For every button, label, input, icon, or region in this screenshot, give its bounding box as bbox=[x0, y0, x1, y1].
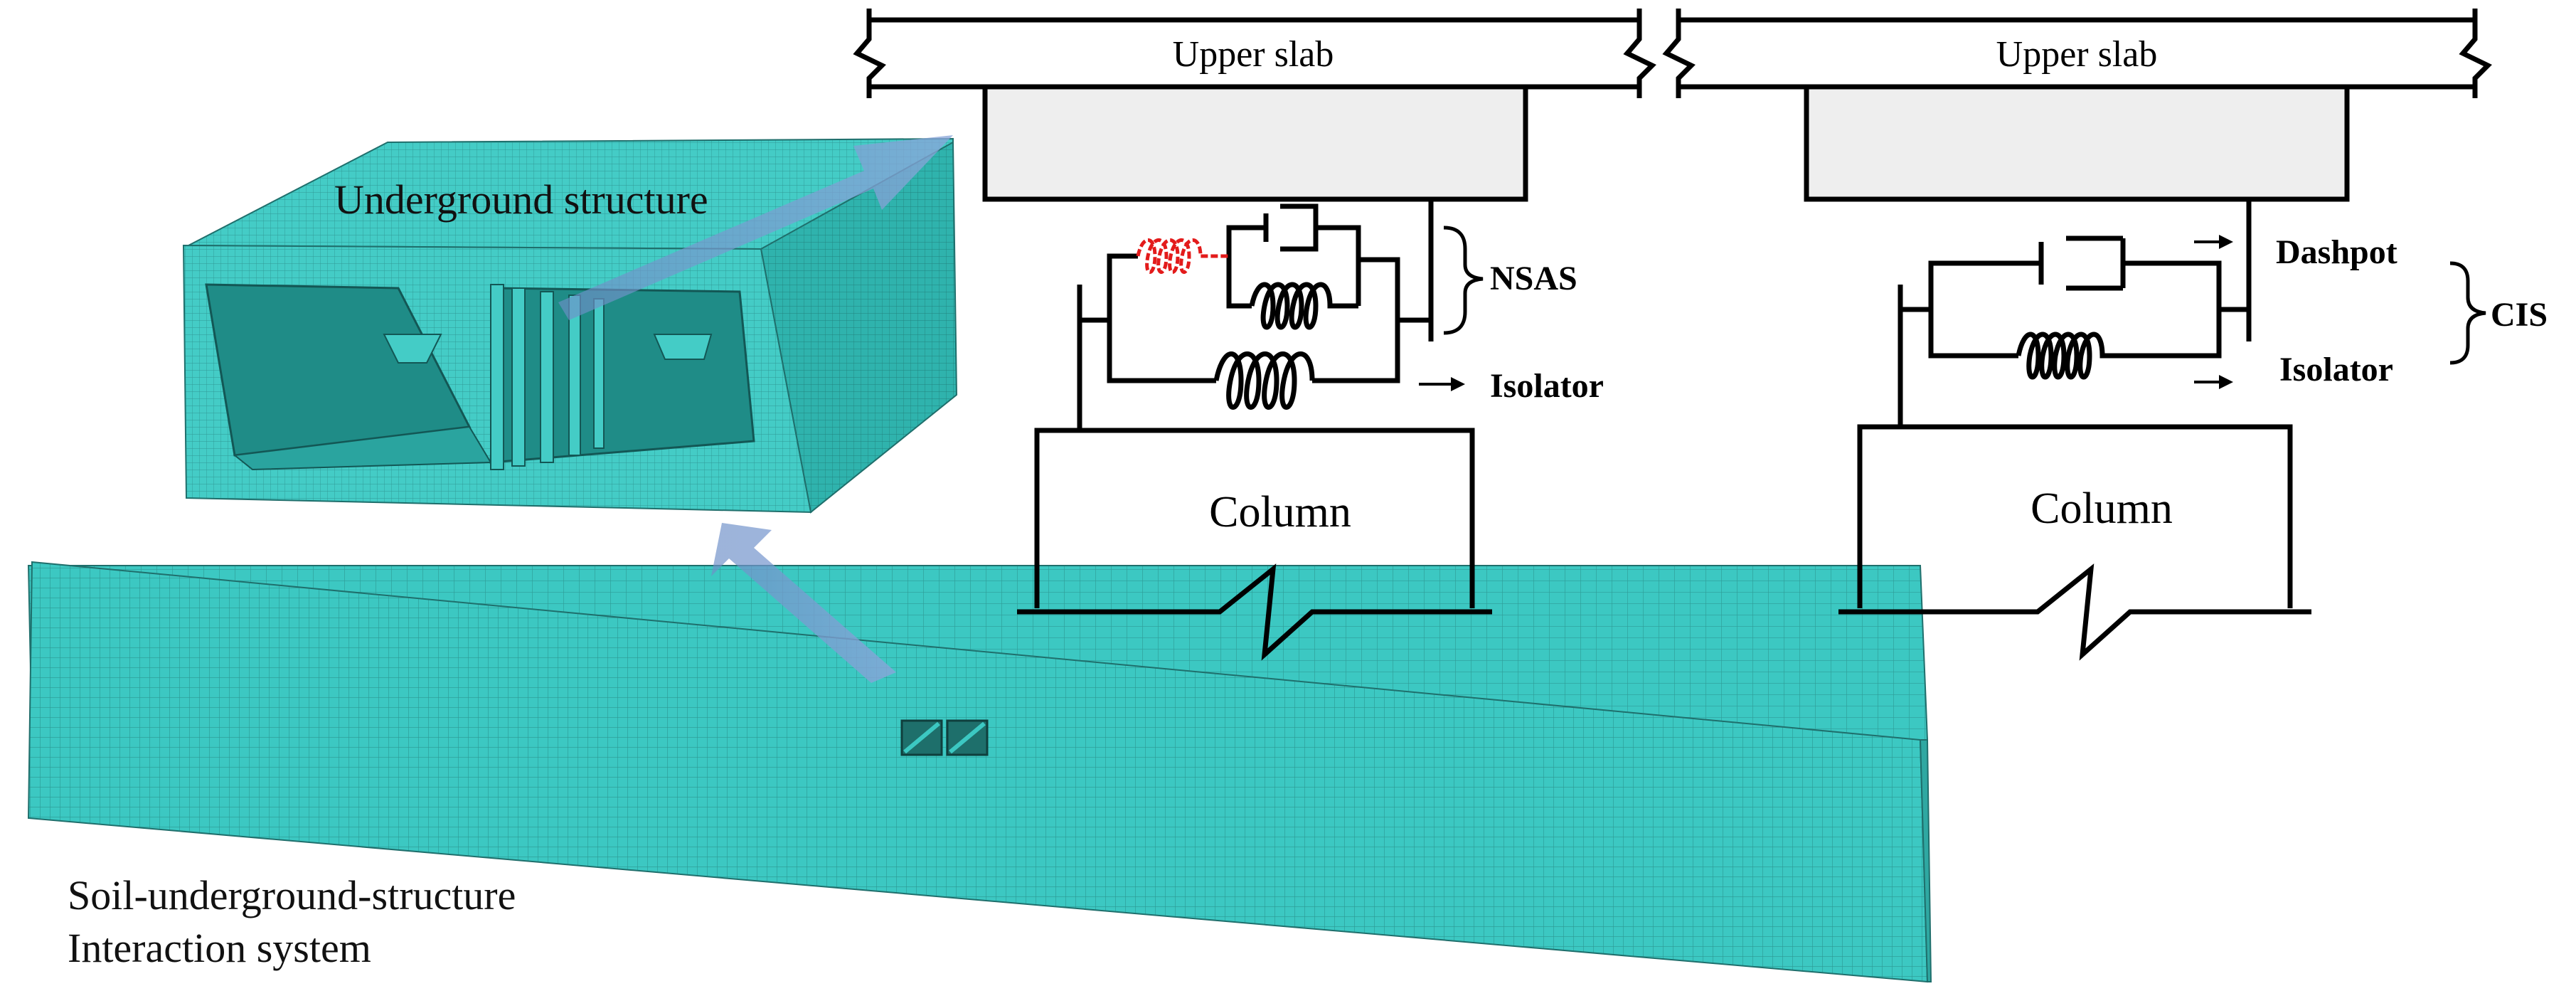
column-left bbox=[1017, 428, 1492, 661]
zoom-arrow-to-diagram bbox=[558, 135, 953, 320]
cis-diagram bbox=[1662, 9, 2492, 661]
nsas-diagram bbox=[853, 9, 1656, 661]
soil-system-label-line2: Interaction system bbox=[68, 925, 371, 971]
cis-label: CIS bbox=[2491, 296, 2548, 334]
dashpot-label-right: Dashpot bbox=[2276, 233, 2397, 271]
isolator-arrow-right bbox=[2194, 375, 2233, 389]
soil-mesh-block bbox=[27, 561, 1932, 983]
soil-system-label-line1: Soil-underground-structure bbox=[68, 872, 516, 918]
nsas-label: NSAS bbox=[1490, 260, 1577, 297]
isolator-label-right: Isolator bbox=[2279, 351, 2393, 388]
isolator-spring-right bbox=[2016, 332, 2134, 380]
column-label-right: Column bbox=[2031, 484, 2173, 533]
structure-column-3 bbox=[540, 291, 554, 463]
isolator-spring-left bbox=[1213, 351, 1315, 410]
nonlinear-spring-red bbox=[1136, 238, 1229, 274]
structure-column-2 bbox=[511, 287, 526, 467]
structure-column-4 bbox=[568, 295, 581, 456]
slab-block-left bbox=[982, 84, 1528, 202]
inner-spring-left bbox=[1249, 282, 1358, 330]
nsas-brace bbox=[1443, 226, 1484, 335]
dashpot-left bbox=[1263, 203, 1319, 252]
column-label-left: Column bbox=[1209, 488, 1351, 536]
structure-column-5 bbox=[593, 298, 605, 449]
upper-slab-label-left: Upper slab bbox=[1173, 34, 1334, 75]
column-right bbox=[1838, 424, 2311, 661]
zoom-arrow-to-structure bbox=[711, 523, 896, 683]
underground-structure-mesh bbox=[182, 137, 958, 514]
isolator-label-left: Isolator bbox=[1490, 367, 1604, 405]
underground-structure-label: Underground structure bbox=[334, 176, 708, 223]
dashpot-right bbox=[2038, 235, 2126, 291]
isolator-arrow-left bbox=[1419, 377, 1465, 391]
structure-right-cell bbox=[489, 287, 755, 464]
dashpot-arrow-right bbox=[2194, 235, 2233, 249]
cis-brace bbox=[2449, 261, 2486, 365]
slab-block-right bbox=[1804, 84, 2350, 202]
upper-slab-label-right: Upper slab bbox=[1996, 34, 2158, 75]
soil-end-face bbox=[1919, 739, 1932, 982]
structure-column-1 bbox=[490, 284, 504, 470]
